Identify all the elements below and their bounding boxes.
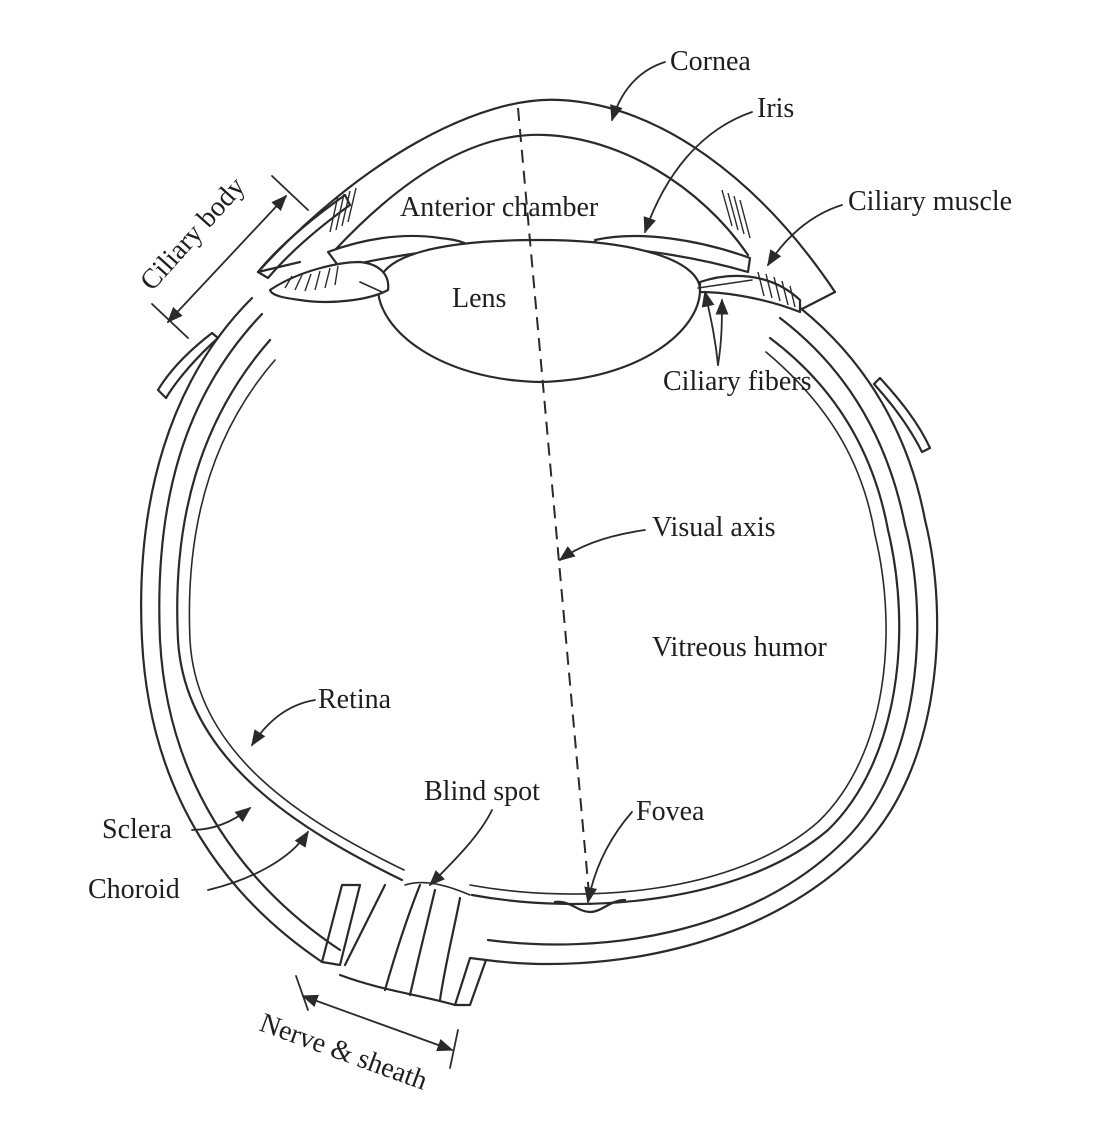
choroid-leader	[207, 830, 309, 891]
nerve-fiber-1	[343, 883, 387, 967]
ciliary-fibers-right	[697, 279, 753, 289]
ciliary-body-dimension	[166, 194, 288, 324]
nerve-sheath-left	[320, 883, 362, 967]
label-sclera: Sclera	[102, 814, 173, 845]
label-vitreous-humor: Vitreous humor	[652, 632, 828, 663]
sclera-outer	[140, 296, 324, 964]
label-blind-spot: Blind spot	[424, 776, 540, 807]
label-visual-axis: Visual axis	[652, 512, 776, 543]
retina-leader	[251, 699, 316, 747]
sclera-leader	[191, 806, 252, 831]
nerve-tick-left	[295, 975, 309, 1011]
retina-inner-line	[188, 359, 405, 871]
visual-axis-leader	[558, 529, 646, 561]
sclera-outer-right	[484, 298, 939, 966]
cornea-leader	[610, 61, 666, 122]
ciliary-body-tick-top	[271, 175, 309, 211]
ciliary-sclera-left	[156, 331, 220, 400]
ciliary-muscle-hatching	[757, 271, 796, 308]
ciliary-fibers-leader-2	[715, 298, 729, 366]
ciliary-fibers-leader-1	[701, 290, 719, 366]
nerve-fiber-2	[383, 883, 422, 992]
label-leaders	[151, 61, 843, 1069]
nerve-tick-right	[449, 1029, 459, 1069]
blind-spot-disc	[404, 881, 471, 896]
ciliary-sclera-right	[872, 376, 932, 454]
nerve-dimension	[301, 994, 454, 1052]
visual-axis-line	[517, 107, 591, 906]
retina-inner-line-right	[469, 351, 887, 895]
label-fovea: Fovea	[636, 796, 705, 827]
limbus-hatching-right	[721, 189, 751, 239]
label-nerve-sheath: Nerve & sheath	[256, 1007, 432, 1096]
label-ciliary-body: Ciliary body	[134, 171, 251, 296]
ciliary-body-right	[698, 274, 802, 314]
label-cornea: Cornea	[670, 46, 751, 77]
lens	[376, 238, 702, 384]
choroid-layer-right	[486, 316, 919, 946]
fovea-leader	[584, 811, 633, 904]
ciliary-body-structure	[268, 260, 802, 314]
lens-body	[376, 238, 702, 384]
label-retina: Retina	[318, 684, 392, 715]
label-iris: Iris	[757, 93, 794, 124]
nerve-sheath-right	[453, 956, 488, 1007]
optic-nerve	[320, 881, 488, 1007]
nerve-fiber-4	[438, 896, 462, 1002]
labels: Cornea Iris Ciliary muscle Ciliary body …	[88, 46, 1012, 1097]
label-ciliary-fibers: Ciliary fibers	[663, 366, 812, 397]
cornea-outer	[256, 98, 837, 294]
label-lens: Lens	[452, 283, 506, 314]
blind-spot-leader	[428, 809, 493, 887]
iris-leader	[643, 111, 753, 234]
fovea-pit	[553, 898, 627, 914]
limbus-hatching-left	[329, 187, 357, 233]
cornea-inner	[333, 133, 750, 257]
retina-layer-right	[470, 336, 901, 906]
choroid-layer	[158, 312, 342, 952]
cornea-right-edge	[798, 290, 837, 312]
retina-layer	[176, 338, 404, 882]
ciliary-body-left	[268, 260, 390, 304]
label-anterior-chamber: Anterior chamber	[400, 192, 599, 223]
ciliary-muscle-leader	[767, 204, 843, 267]
nerve-fiber-3	[408, 888, 437, 997]
label-ciliary-muscle: Ciliary muscle	[848, 186, 1012, 217]
ciliary-fibers-left	[359, 281, 383, 293]
nerve-base	[338, 973, 457, 1007]
label-choroid: Choroid	[88, 874, 180, 905]
